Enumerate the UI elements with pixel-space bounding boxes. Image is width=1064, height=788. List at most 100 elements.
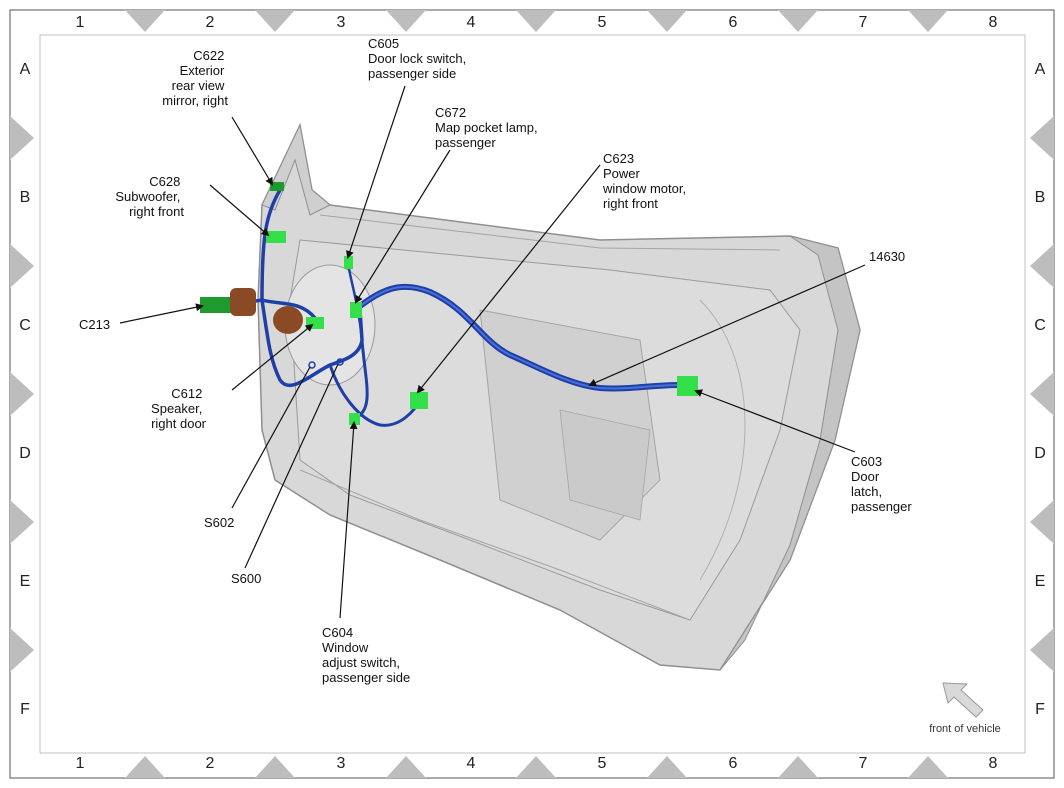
door-panel — [257, 122, 861, 671]
border-triangle-right — [1030, 244, 1054, 288]
callout-line: C213 — [79, 317, 110, 332]
col-label: 2 — [206, 755, 215, 772]
col-label: 1 — [76, 755, 85, 772]
row-label: B — [1035, 189, 1046, 206]
column-labels-top: 1 2 3 4 5 6 7 8 — [76, 14, 998, 31]
connectors — [200, 182, 698, 425]
border-triangle-top — [516, 10, 556, 32]
row-label: A — [20, 61, 31, 78]
callout-c628: C628 Subwoofer, right front — [115, 174, 184, 219]
border-triangle-top — [908, 10, 948, 32]
door-recess-lower — [559, 409, 651, 521]
connector-c628 — [266, 231, 286, 243]
callout-line: rear view — [172, 78, 225, 93]
leader-s600 — [244, 363, 339, 569]
leader-s602 — [231, 366, 311, 509]
callout-line: adjust switch, — [322, 655, 400, 670]
border-triangle-right — [1030, 500, 1054, 544]
col-label: 4 — [467, 755, 476, 772]
border-triangle-left — [10, 628, 34, 672]
border-triangle-bottom — [908, 756, 948, 778]
col-label: 8 — [989, 755, 998, 772]
callout-c604: C604 Window adjust switch, passenger sid… — [322, 625, 410, 685]
callout-line: latch, — [851, 484, 882, 499]
row-label: E — [20, 573, 31, 590]
callout-line: 14630 — [869, 249, 905, 264]
connector-c605 — [344, 256, 353, 269]
callout-c622: C622 Exterior rear view mirror, right — [162, 48, 228, 108]
row-label: D — [1034, 445, 1046, 462]
border-triangle-left — [10, 372, 34, 416]
callout-c603: C603 Door latch, passenger — [851, 454, 912, 514]
callout-line: Exterior — [180, 63, 225, 78]
leader-c628 — [209, 184, 270, 237]
connector-c213 — [200, 288, 256, 316]
col-label: 7 — [859, 14, 868, 31]
border-markers — [10, 10, 1054, 778]
callout-line: right door — [151, 416, 207, 431]
front-of-vehicle-label: front of vehicle — [929, 723, 1001, 735]
border-triangle-bottom — [255, 756, 295, 778]
row-label: A — [1035, 61, 1046, 78]
speaker-boot — [273, 306, 303, 334]
callout-line: Door lock switch, — [368, 51, 466, 66]
connector-c622 — [270, 182, 284, 191]
row-label: D — [19, 445, 31, 462]
col-label: 3 — [337, 755, 346, 772]
connector-c603 — [677, 376, 698, 396]
front-of-vehicle-indicator: front of vehicle — [929, 682, 1001, 735]
col-label: 7 — [859, 755, 868, 772]
leader-c622 — [231, 116, 274, 186]
col-label: 6 — [729, 14, 738, 31]
border-triangle-top — [125, 10, 165, 32]
connector-c672 — [350, 302, 362, 318]
door-top-ridge — [319, 214, 781, 251]
inner-frame — [39, 34, 1026, 754]
callout-c213: C213 — [79, 317, 110, 332]
main-harness-highlight — [354, 285, 681, 390]
callout-line: passenger — [435, 135, 496, 150]
connector-c213-body — [200, 297, 235, 313]
callout-c612: C612 Speaker, right door — [151, 386, 207, 431]
column-labels-bottom: 1 2 3 4 5 6 7 8 — [76, 755, 998, 772]
row-labels-right: A B C D E F — [1034, 61, 1046, 718]
border-triangle-bottom — [386, 756, 426, 778]
callout-line: window motor, — [602, 181, 686, 196]
callout-line: Power — [603, 166, 641, 181]
callout-line: C603 — [851, 454, 882, 469]
callout-s600: S600 — [231, 571, 261, 586]
callout-14630: 14630 — [869, 249, 905, 264]
callout-line: Window — [322, 640, 369, 655]
border-triangle-bottom — [647, 756, 687, 778]
border-triangle-top — [647, 10, 687, 32]
border-triangle-left — [10, 116, 34, 160]
border-triangle-bottom — [778, 756, 818, 778]
border-triangle-bottom — [516, 756, 556, 778]
callout-line: passenger — [851, 499, 912, 514]
callout-line: mirror, right — [162, 93, 228, 108]
arrow-up-left-icon — [942, 682, 984, 718]
leader-c672 — [354, 149, 451, 304]
row-label: F — [20, 701, 30, 718]
callout-line: passenger side — [368, 66, 456, 81]
callout-line: Map pocket lamp, — [435, 120, 538, 135]
row-label: B — [20, 189, 31, 206]
connector-c604 — [349, 413, 360, 425]
border-triangle-left — [10, 244, 34, 288]
door-curve-ridge — [699, 299, 746, 581]
callout-line: C612 — [171, 386, 202, 401]
callout-line: passenger side — [322, 670, 410, 685]
callout-line: C623 — [603, 151, 634, 166]
callout-line: C605 — [368, 36, 399, 51]
col-label: 5 — [598, 755, 607, 772]
callout-line: C604 — [322, 625, 353, 640]
row-label: C — [19, 317, 31, 334]
leader-c605 — [346, 85, 406, 259]
callout-line: C672 — [435, 105, 466, 120]
leader-lines — [119, 85, 866, 619]
callout-line: Subwoofer, — [115, 189, 180, 204]
border-triangle-bottom — [125, 756, 165, 778]
callout-line: Door — [851, 469, 880, 484]
col-label: 1 — [76, 14, 85, 31]
